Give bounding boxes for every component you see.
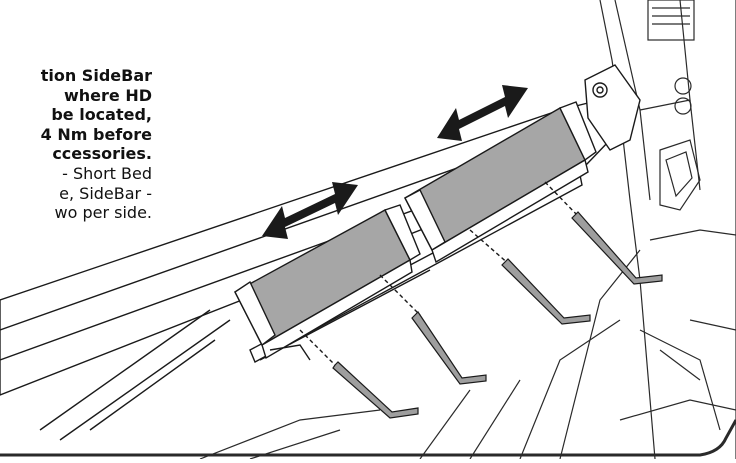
instruction-line-4: 4 Nm before — [40, 124, 152, 144]
instruction-line-5: ccessories. — [52, 144, 152, 164]
hex-key — [332, 211, 663, 419]
instruction-line-1: tion SideBar — [40, 66, 152, 85]
instruction-line-7: e, SideBar - — [59, 183, 152, 203]
instruction-text: tion SideBar where HD be located, 4 Nm b… — [0, 66, 152, 223]
clamp-rear — [404, 101, 597, 264]
clamp-front — [234, 204, 421, 361]
instruction-line-2: where HD — [63, 85, 152, 105]
bolt-guides — [299, 181, 581, 371]
instruction-line-8: wo per side. — [54, 203, 153, 223]
instruction-line-6: - Short Bed — [62, 163, 152, 183]
instruction-line-3: be located, — [51, 105, 152, 125]
slide-arrow — [262, 85, 528, 239]
